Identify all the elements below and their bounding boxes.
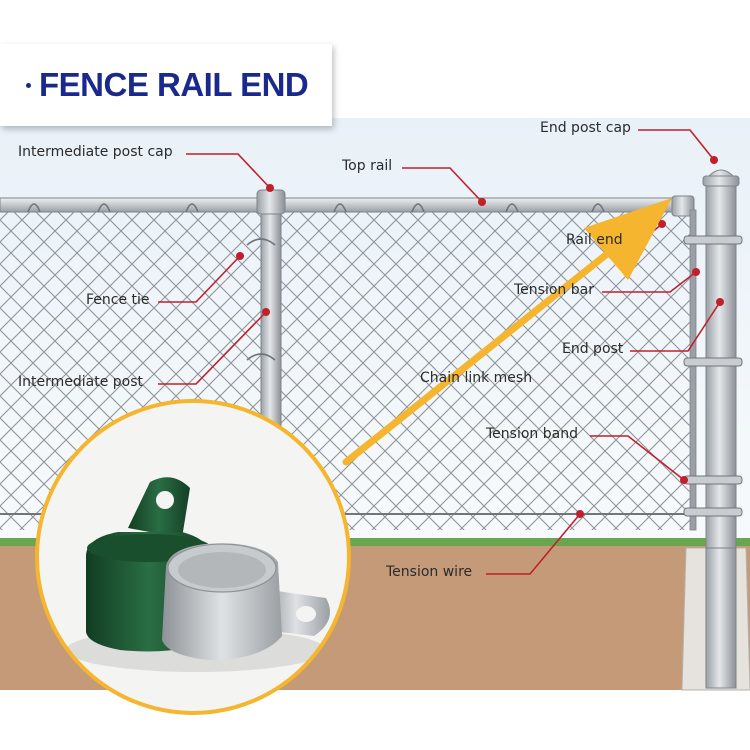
label-intermediate-post: Intermediate post [18, 374, 144, 390]
label-tension-bar: Tension bar [514, 282, 594, 298]
label-tension-band: Tension band [486, 426, 578, 442]
inset-ring [35, 399, 351, 715]
label-fence-tie: Fence tie [86, 292, 150, 308]
label-chain-link-mesh: Chain link mesh [420, 370, 533, 386]
label-end-post-cap: End post cap [540, 120, 631, 136]
label-tension-wire: Tension wire [386, 564, 473, 580]
title-box: FENCE RAIL END [0, 44, 332, 126]
page-title: FENCE RAIL END [39, 66, 309, 103]
title-bullet [26, 82, 31, 88]
rail-end-fitting [671, 195, 695, 217]
label-top-rail: Top rail [342, 158, 393, 174]
label-end-post: End post [562, 341, 624, 357]
label-rail-end: Rail end [566, 232, 623, 248]
inset-photo [35, 399, 351, 715]
intermediate-post-cap [256, 189, 286, 215]
pointer-arrow [342, 198, 672, 466]
label-intermediate-post-cap: Intermediate post cap [18, 144, 173, 160]
tension-bar [689, 209, 697, 531]
steel-rail-end [162, 543, 330, 660]
grass-strip [0, 538, 750, 548]
